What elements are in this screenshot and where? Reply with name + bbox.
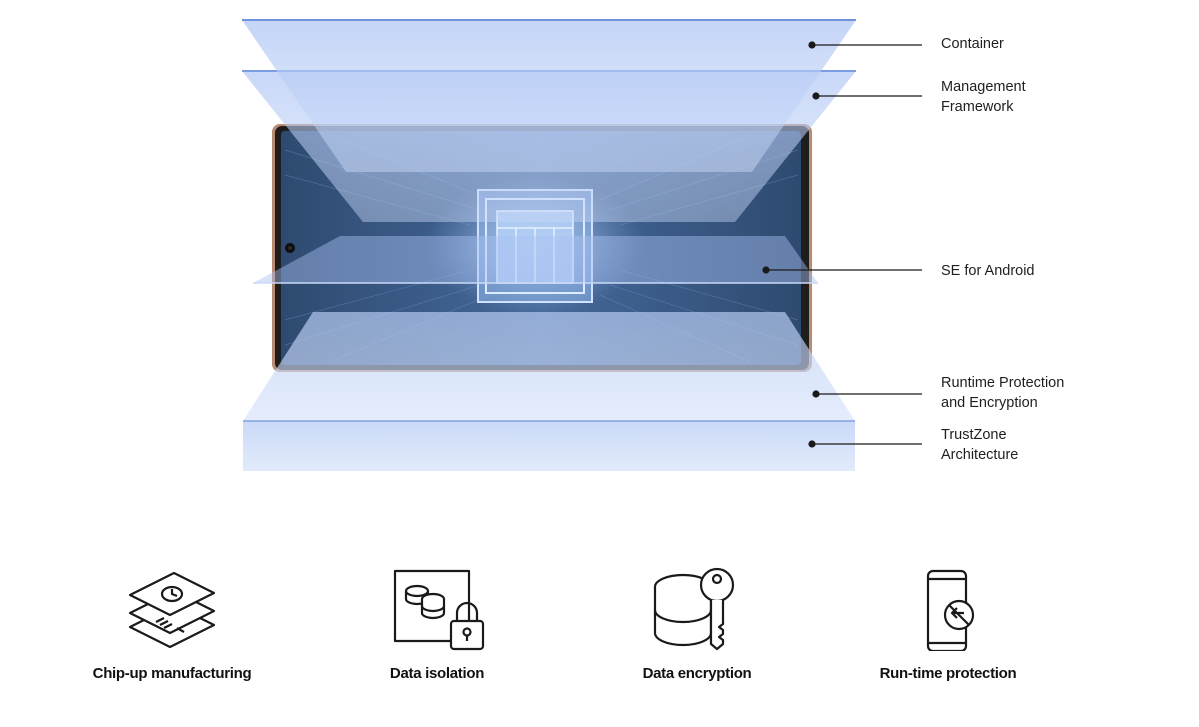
feature-label: Data encryption (642, 665, 752, 682)
layer-label-line: Runtime Protection (941, 375, 1065, 391)
layer-label-runtime-protection: Runtime Protection and Encryption (941, 373, 1064, 413)
layer-label-line: Container (941, 36, 1004, 52)
layer-runtime-protection (243, 312, 855, 422)
layer-label-line: Management (941, 79, 1026, 95)
layer-se-android (253, 236, 818, 284)
layer-label-management-framework: Management Framework (941, 77, 1026, 117)
feature-data-encryption: Data encryption (577, 565, 817, 682)
layer-trustzone (243, 420, 855, 471)
feature-label: Data isolation (389, 665, 485, 682)
layer-label-se-android: SE for Android (941, 261, 1035, 281)
data-isolation-icon (393, 569, 485, 651)
chip-manufacturing-icon (128, 571, 216, 649)
layer-label-line: Framework (941, 99, 1014, 115)
feature-label: Chip-up manufacturing (92, 665, 252, 682)
security-layers-diagram (242, 19, 922, 471)
layer-label-trustzone: TrustZone Architecture (941, 425, 1018, 465)
leader-lines (762, 41, 922, 448)
feature-runtime-protection: Run-time protection (828, 565, 1068, 682)
layer-label-line: Architecture (941, 447, 1019, 463)
data-encryption-icon (653, 567, 735, 651)
layer-label-line: TrustZone (941, 427, 1007, 443)
feature-label: Run-time protection (879, 665, 1017, 682)
layer-label-line: SE for Android (941, 263, 1035, 279)
layer-label-container: Container (941, 34, 1004, 54)
feature-data-isolation: Data isolation (317, 565, 557, 682)
layer-label-line: and Encryption (941, 395, 1038, 411)
feature-chip-manufacturing: Chip-up manufacturing (52, 565, 292, 682)
runtime-protection-icon (926, 569, 975, 651)
layer-container (242, 19, 856, 172)
